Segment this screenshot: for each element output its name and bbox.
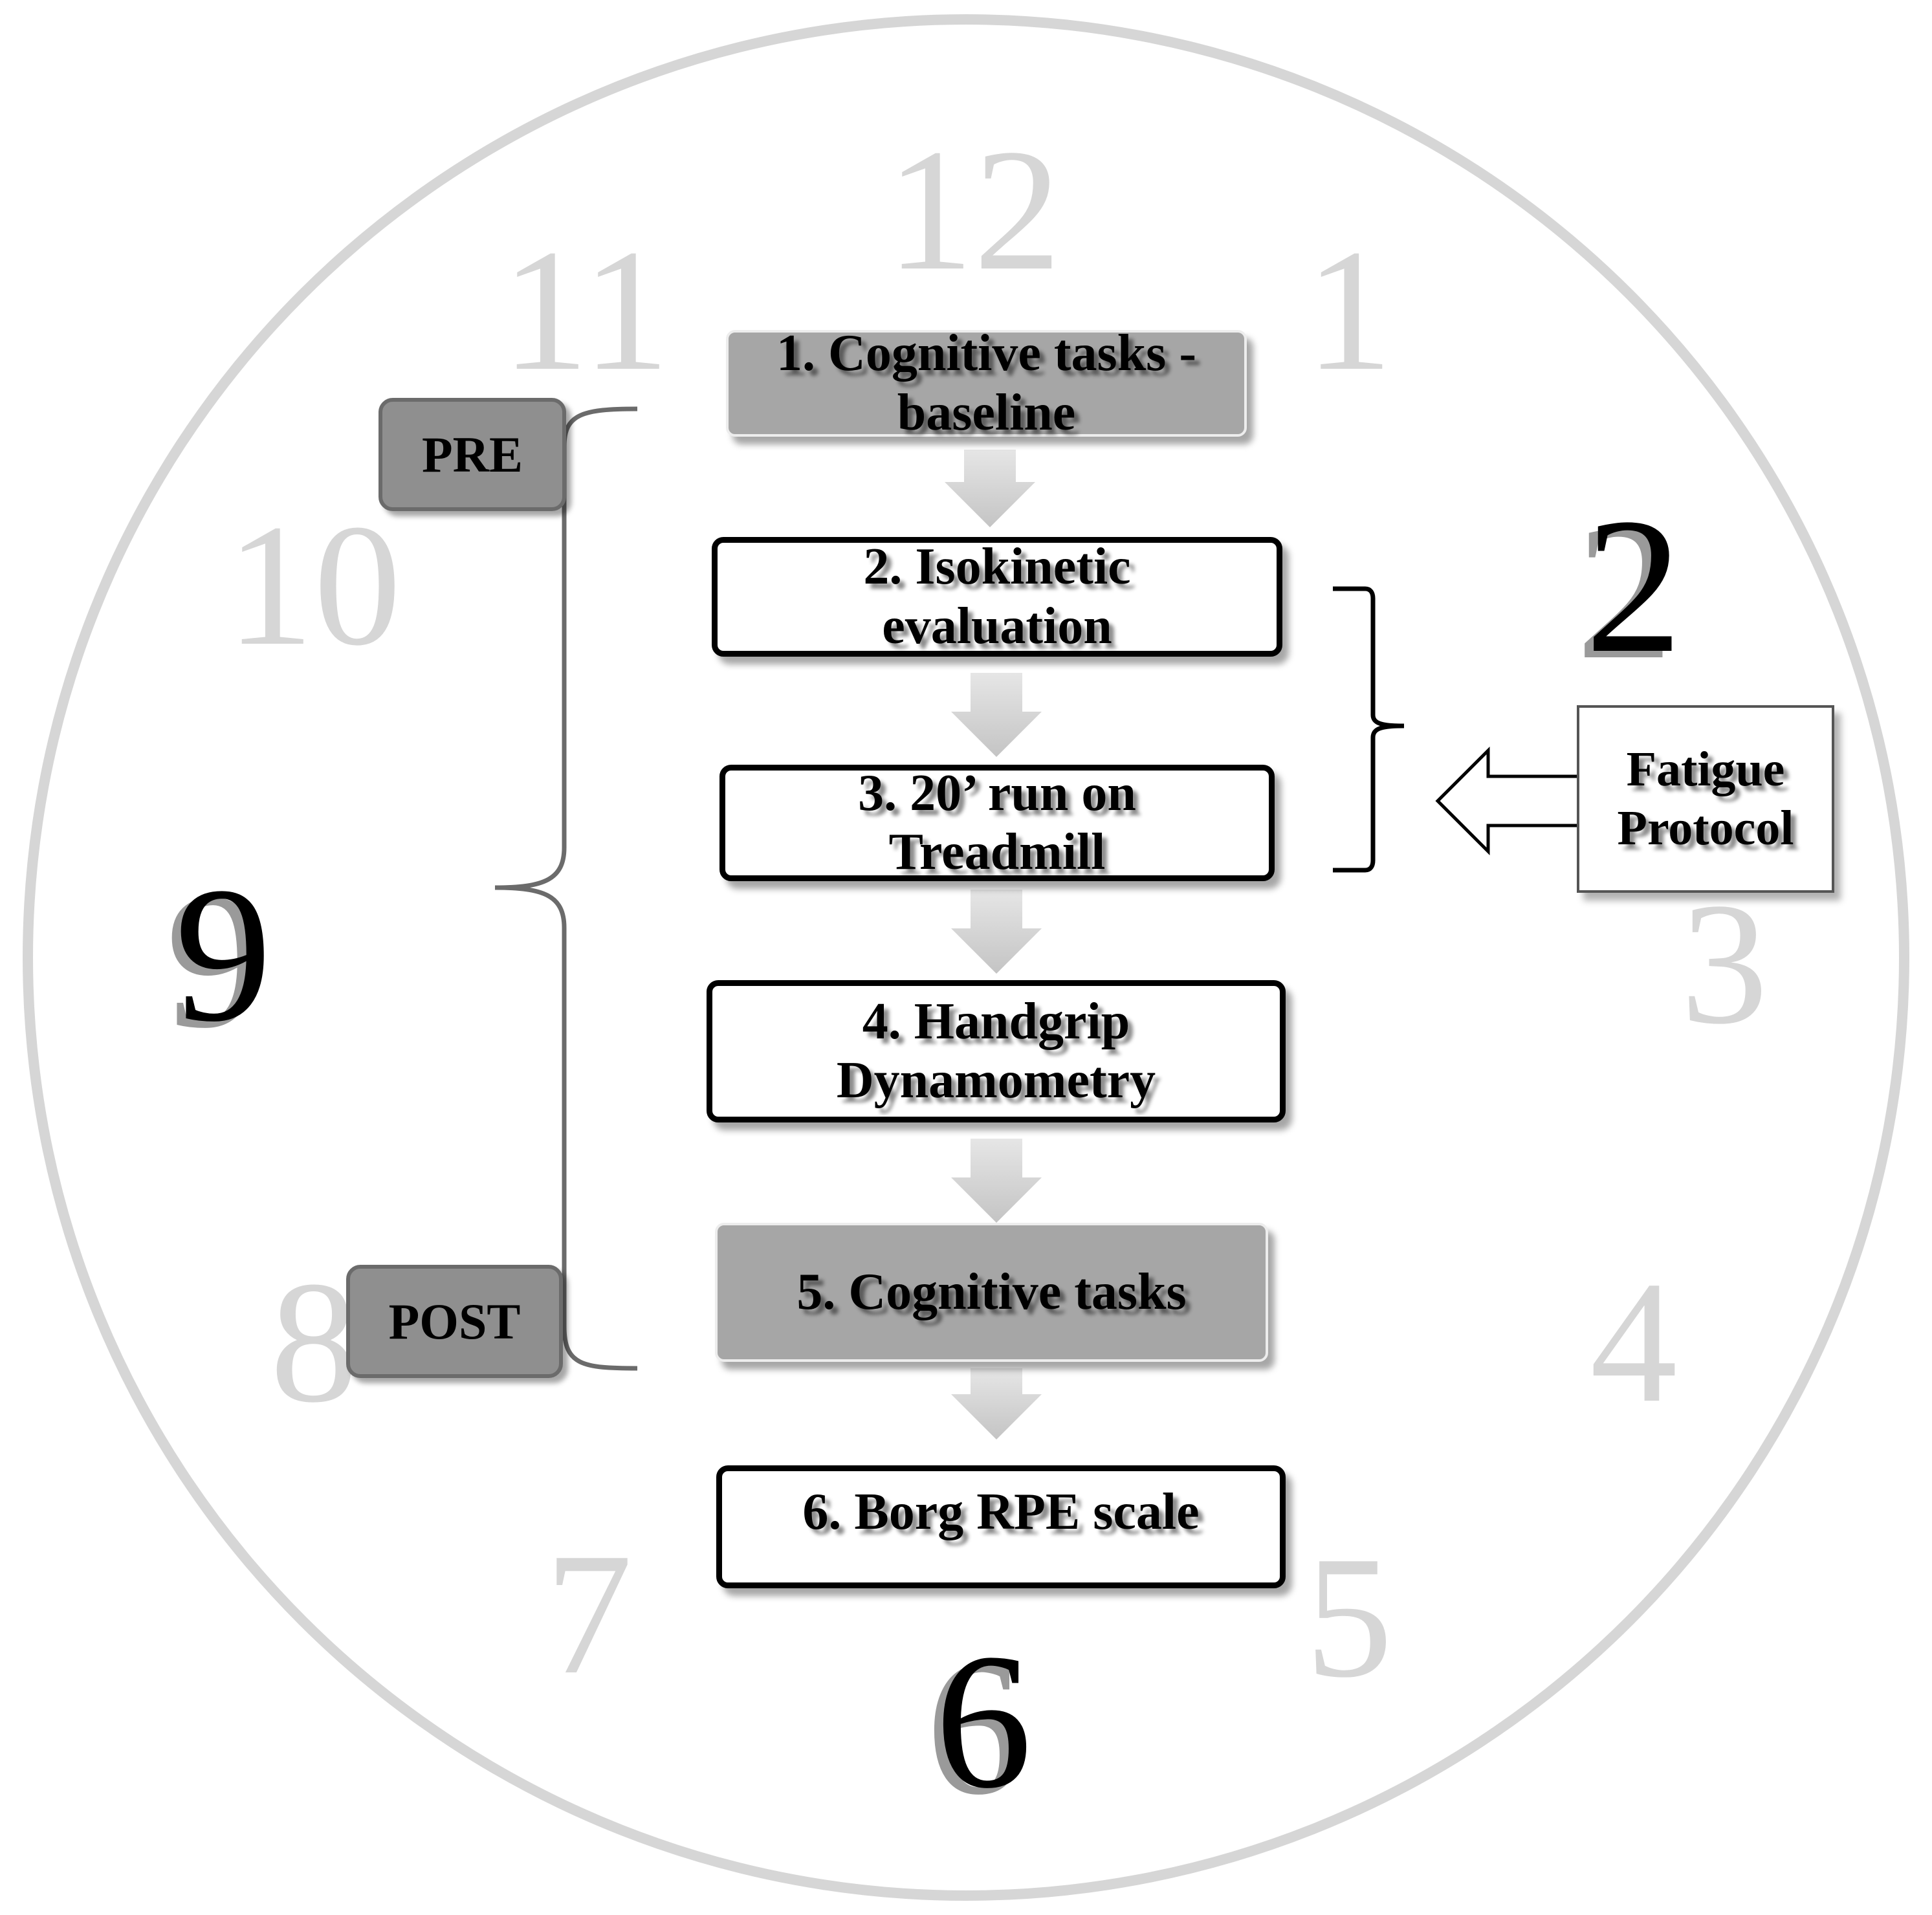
clock-numeral-2: 2 [1585, 478, 1682, 693]
arrow-4-5 [951, 1139, 1042, 1223]
right-bracket [1333, 586, 1405, 873]
step-5-box: 5. Cognitive tasks [715, 1223, 1268, 1362]
step-2-box: 2. Isokinetic evaluation [712, 537, 1282, 657]
clock-numeral-10: 10 [226, 488, 401, 682]
post-label: POST [388, 1293, 521, 1350]
pre-label: PRE [422, 426, 523, 483]
step-4-line-2: Dynamometry [836, 1052, 1156, 1109]
step-3-box: 3. 20’ run on Treadmill [719, 765, 1275, 881]
post-tag: POST [346, 1265, 563, 1378]
step-2-line-1: 2. Isokinetic [863, 538, 1131, 596]
clock-numeral-7: 7 [545, 1517, 633, 1711]
step-5-label: 5. Cognitive tasks [796, 1263, 1187, 1320]
step-3-line-1: 3. 20’ run on [858, 764, 1136, 822]
clock-numeral-12: 12 [886, 113, 1061, 307]
clock-ring [23, 14, 1909, 1901]
clock-numeral-9: 9 [175, 847, 272, 1062]
arrow-5-6 [951, 1368, 1042, 1439]
step-1-line-2: baseline [897, 384, 1076, 441]
fatigue-protocol-box: Fatigue Protocol [1577, 705, 1834, 893]
step-6-box: 6. Borg RPE scale [716, 1465, 1286, 1588]
clock-numeral-11: 11 [501, 213, 670, 407]
flow-arrows [945, 450, 1042, 1439]
clock-numeral-3: 3 [1680, 867, 1768, 1060]
step-4-box: 4. Handgrip Dynamometry [707, 980, 1286, 1122]
left-brace [494, 406, 638, 1371]
step-1-line-1: 1. Cognitive tasks - [776, 325, 1196, 382]
step-1-box: 1. Cognitive tasks - baseline [726, 325, 1247, 441]
step-2-line-2: evaluation [882, 597, 1112, 655]
arrow-3-4 [951, 890, 1042, 974]
step-3-line-2: Treadmill [888, 824, 1106, 881]
clock-numeral-8: 8 [270, 1245, 358, 1439]
clock-numeral-1: 1 [1305, 213, 1393, 407]
arrow-2-3 [951, 673, 1042, 757]
fatigue-line-1: Fatigue [1626, 741, 1785, 796]
step-6-label: 6. Borg RPE scale [802, 1483, 1200, 1541]
arrow-1-2 [945, 450, 1035, 527]
pre-tag: PRE [379, 398, 566, 511]
step-4-line-1: 4. Handgrip [862, 992, 1130, 1050]
clock-numeral-5: 5 [1305, 1520, 1393, 1714]
clock-numeral-4: 4 [1590, 1245, 1678, 1439]
fatigue-arrow [1435, 746, 1579, 856]
clock-numeral-6: 6 [935, 1614, 1032, 1828]
fatigue-line-2: Protocol [1617, 801, 1794, 855]
